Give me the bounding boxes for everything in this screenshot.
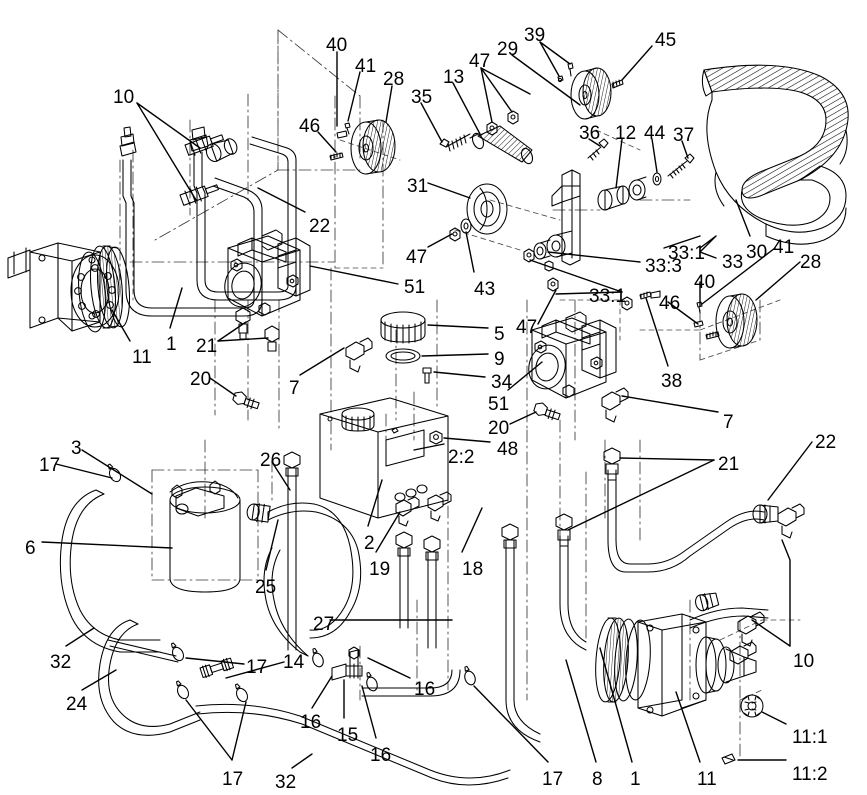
callout-2: 2 (364, 533, 375, 554)
callout-27: 27 (313, 614, 335, 635)
callout-29: 29 (497, 39, 519, 60)
callout-28: 28 (800, 252, 822, 273)
callout-32: 32 (275, 772, 297, 793)
callout-17: 17 (246, 657, 268, 678)
callout-33: 33 (722, 252, 744, 273)
callout-15: 15 (337, 725, 359, 746)
callout-46: 46 (659, 293, 681, 314)
callout-36: 36 (579, 123, 601, 144)
callout-38: 38 (661, 371, 683, 392)
callout-28: 28 (383, 69, 405, 90)
callout-17: 17 (542, 769, 564, 790)
callout-20: 20 (190, 369, 212, 390)
callout-46: 46 (299, 116, 321, 137)
callout-44: 44 (644, 123, 666, 144)
callout-11: 11 (697, 769, 717, 790)
callout-12: 12 (615, 123, 637, 144)
callout-33-1: 33:1 (668, 243, 705, 264)
callout-16: 16 (370, 745, 392, 766)
callout-47: 47 (469, 51, 491, 72)
callout-30: 30 (746, 242, 768, 263)
callout-11-1: 11:1 (792, 727, 828, 748)
callout-21: 21 (718, 454, 740, 475)
callout-5: 5 (494, 324, 505, 345)
callout-47: 47 (406, 247, 428, 268)
callout-2-2: 2:2 (448, 447, 475, 468)
callout-40: 40 (326, 35, 348, 56)
callout-3: 3 (71, 438, 82, 459)
callout-16: 16 (300, 712, 322, 733)
callout-14: 14 (283, 652, 305, 673)
callout-48: 48 (497, 439, 519, 460)
callout-39: 39 (524, 25, 546, 46)
callout-31: 31 (407, 176, 429, 197)
callout-40: 40 (694, 272, 716, 293)
callout-51: 51 (488, 394, 510, 415)
callout-10: 10 (113, 87, 135, 108)
callout-32: 32 (50, 652, 72, 673)
callout-9: 9 (494, 349, 505, 370)
callout-18: 18 (462, 559, 484, 580)
callout-34: 34 (491, 372, 513, 393)
callout-17: 17 (222, 769, 244, 790)
callout-26: 26 (260, 450, 282, 471)
callout-33-1: 33:1 (589, 286, 626, 307)
callout-24: 24 (66, 694, 88, 715)
callout-41: 41 (773, 237, 795, 258)
callout-33-3: 33:3 (645, 256, 682, 277)
callout-22: 22 (815, 432, 837, 453)
callout-11-2: 11:2 (792, 764, 828, 785)
callout-7: 7 (723, 412, 734, 433)
callout-25: 25 (255, 577, 277, 598)
callout-11: 11 (132, 347, 152, 368)
callout-13: 13 (443, 67, 465, 88)
callout-20: 20 (488, 418, 510, 439)
callout-21: 21 (196, 336, 218, 357)
callout-1: 1 (630, 769, 641, 790)
callout-19: 19 (369, 559, 391, 580)
callout-22: 22 (309, 216, 331, 237)
callout-47: 47 (516, 317, 538, 338)
callout-16: 16 (414, 679, 436, 700)
callout-43: 43 (474, 279, 496, 300)
callout-41: 41 (355, 56, 377, 77)
callout-17: 17 (39, 455, 61, 476)
callout-6: 6 (25, 538, 36, 559)
callout-1: 1 (166, 334, 177, 355)
callout-10: 10 (793, 651, 815, 672)
callout-45: 45 (655, 30, 677, 51)
callout-37: 37 (673, 125, 695, 146)
callout-51: 51 (404, 277, 426, 298)
callout-8: 8 (592, 769, 603, 790)
callout-7: 7 (289, 378, 300, 399)
callout-35: 35 (411, 87, 433, 108)
